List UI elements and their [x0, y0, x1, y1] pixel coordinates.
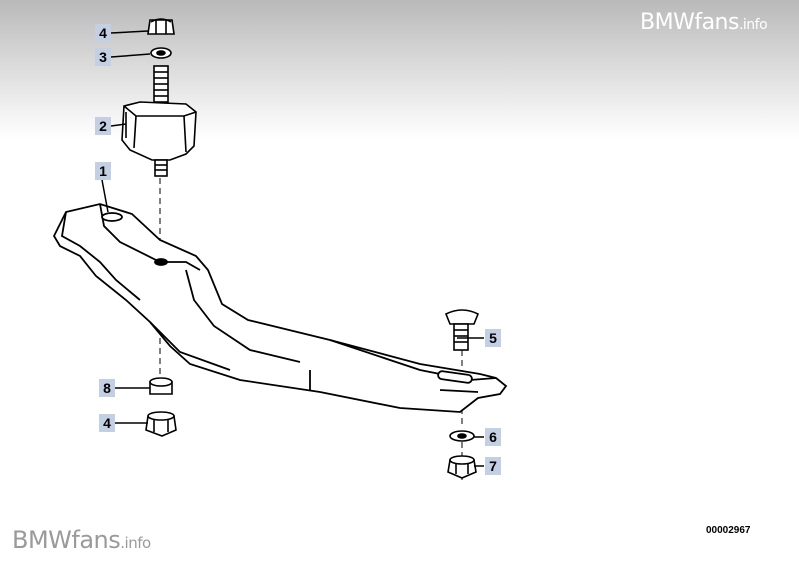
callout-box	[95, 117, 111, 135]
hex-nut-top	[147, 18, 175, 35]
callout-number: 6	[489, 429, 497, 445]
transmission-support	[52, 203, 508, 413]
washer-lower-right	[449, 430, 475, 442]
callout-labels: 4 3 2 1 5 8 4 6 7	[95, 24, 501, 475]
callout-8-5: 8	[99, 379, 115, 397]
callout-box	[485, 428, 501, 446]
watermark-top: BMWfans.info	[640, 10, 768, 35]
callout-6-7: 6	[485, 428, 501, 446]
callout-number: 7	[489, 458, 497, 474]
callout-box	[485, 329, 501, 347]
watermark-bottom: BMWfans.info	[12, 526, 151, 554]
diagram-id: 00002967	[706, 525, 751, 536]
callout-2-2: 2	[95, 117, 111, 135]
callout-7-8: 7	[485, 457, 501, 475]
callout-box	[95, 24, 111, 42]
callout-5-4: 5	[485, 329, 501, 347]
callout-number: 5	[489, 330, 497, 346]
callout-number: 1	[99, 163, 107, 179]
rubber-mount	[121, 65, 197, 177]
callout-3-1: 3	[95, 48, 111, 66]
callout-box	[485, 457, 501, 475]
hex-nut-lower-right	[447, 455, 477, 479]
callout-box	[95, 162, 111, 180]
callout-number: 8	[103, 380, 111, 396]
watermark-suffix: .info	[120, 534, 151, 552]
washer-lower-left	[149, 377, 173, 395]
bolt	[444, 309, 480, 351]
callout-1-3: 1	[95, 162, 111, 180]
callout-number: 4	[103, 415, 111, 431]
callout-number: 3	[99, 49, 107, 65]
callout-4-0: 4	[95, 24, 111, 42]
leader-lines	[101, 30, 484, 467]
callout-4-6: 4	[99, 414, 115, 432]
watermark-brand: BMWfans	[12, 526, 121, 554]
hex-nut-lower-left	[145, 411, 177, 437]
watermark-brand: BMWfans	[640, 10, 739, 35]
washer-top	[150, 47, 172, 59]
watermark-suffix: .info	[738, 17, 768, 33]
callout-box	[99, 414, 115, 432]
callout-number: 2	[99, 118, 107, 134]
callout-box	[95, 48, 111, 66]
callout-box	[99, 379, 115, 397]
callout-number: 4	[99, 25, 107, 41]
